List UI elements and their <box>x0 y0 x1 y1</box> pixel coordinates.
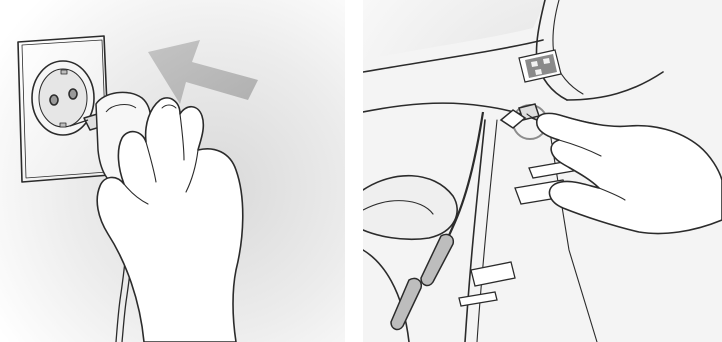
cable-release-illustration <box>363 0 722 342</box>
cable-release-panel <box>363 0 722 342</box>
plug-insertion-panel <box>0 0 345 342</box>
plug-insertion-illustration <box>0 0 345 342</box>
